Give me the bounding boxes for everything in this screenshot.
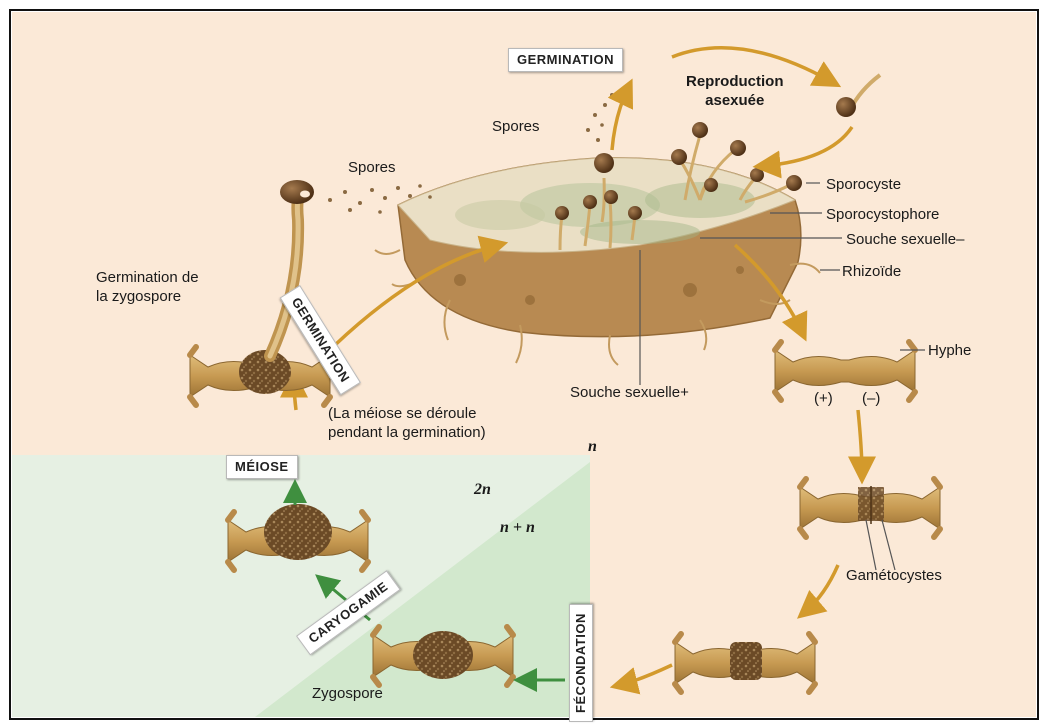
minus-strain-label: (–) xyxy=(862,389,880,408)
souche-sexuelle-plus-label: Souche sexuelle+ xyxy=(570,383,689,402)
ploidy-n-plus-n-label: n + n xyxy=(500,518,535,537)
souche-sexuelle-moins-label: Souche sexuelle– xyxy=(846,230,964,249)
meiose-note-label: (La méiose se déroule pendant la germina… xyxy=(328,404,486,442)
germination-zygospore-label: Germination de la zygospore xyxy=(96,268,199,306)
ploidy-n-label: n xyxy=(588,437,597,456)
gametocystes-label: Gamétocystes xyxy=(846,566,942,585)
sporocystophore-label: Sporocystophore xyxy=(826,205,939,224)
plus-strain-label: (+) xyxy=(814,389,833,408)
spores-label-top: Spores xyxy=(492,117,540,136)
reproduction-asexuee-label: Reproduction asexuée xyxy=(686,72,784,110)
hyphe-label: Hyphe xyxy=(928,341,971,360)
ploidy-2n-label: 2n xyxy=(474,480,491,499)
zygospore-label: Zygospore xyxy=(312,684,383,703)
germination-label-top: GERMINATION xyxy=(508,48,623,72)
sporocyste-label: Sporocyste xyxy=(826,175,901,194)
fecondation-label: FÉCONDATION xyxy=(569,604,593,722)
spores-label-left: Spores xyxy=(348,158,396,177)
rhizoide-label: Rhizoïde xyxy=(842,262,901,281)
meiose-label: MÉIOSE xyxy=(226,455,298,479)
